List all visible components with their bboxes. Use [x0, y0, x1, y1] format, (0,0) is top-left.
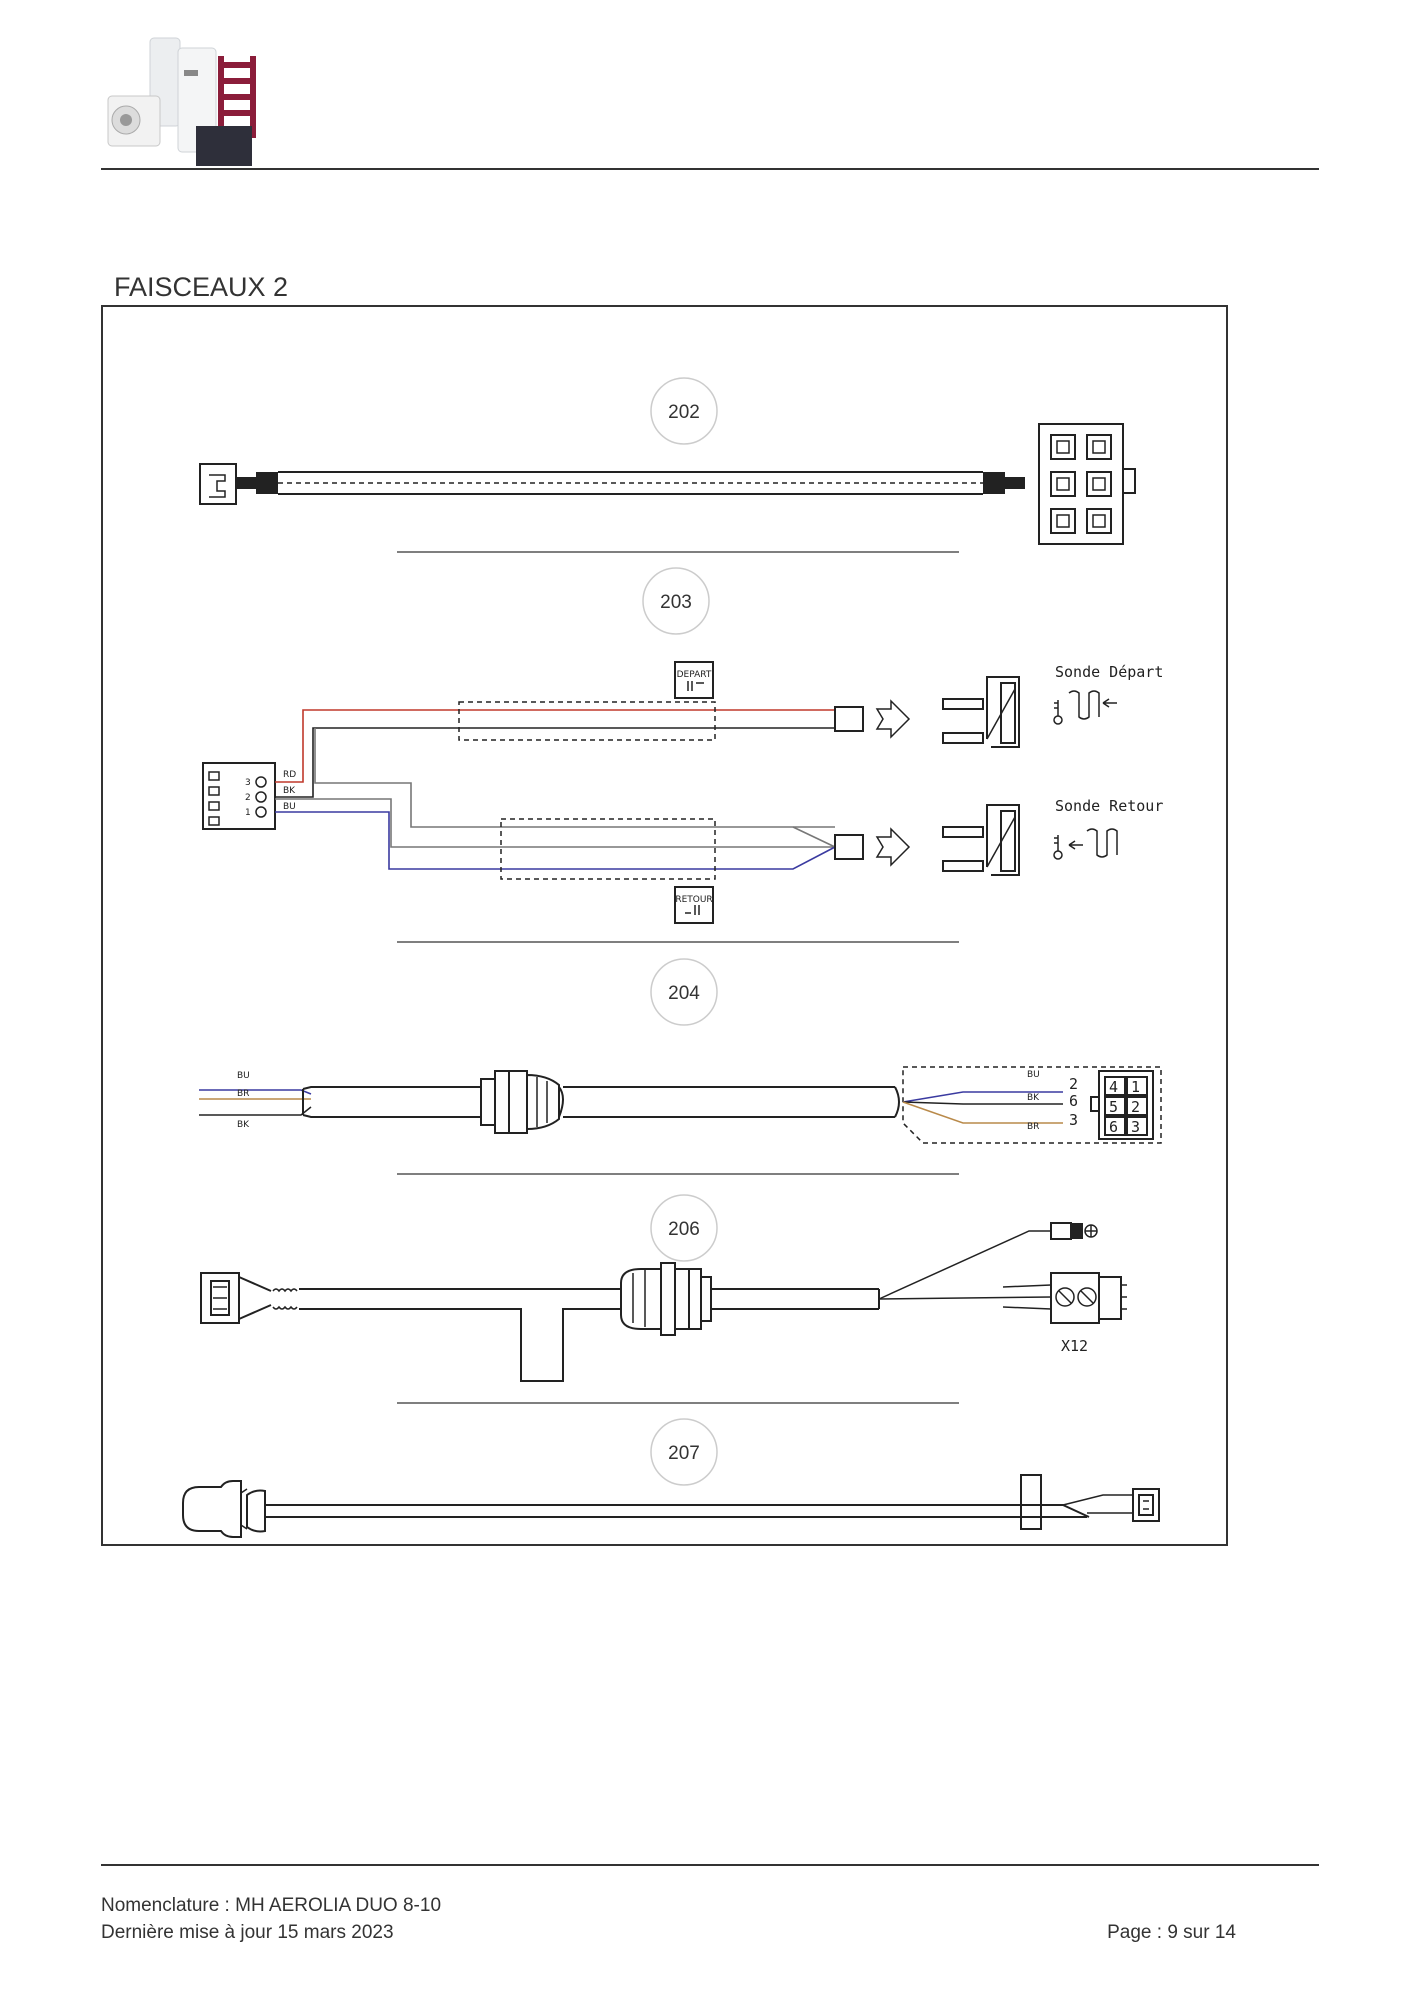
connector-x12 — [1050, 1272, 1127, 1324]
sonde-retour-label: Sonde Retour — [1055, 797, 1163, 815]
arrow-icon — [875, 827, 911, 867]
connector-206-left — [200, 1272, 298, 1324]
connector-202-right — [1038, 423, 1136, 545]
cable-gland — [480, 1070, 564, 1134]
svg-text:4: 4 — [1109, 1078, 1118, 1096]
svg-text:6: 6 — [1109, 1118, 1118, 1136]
harness-207: 207 — [182, 1418, 1160, 1538]
svg-text:RETOUR: RETOUR — [675, 895, 712, 905]
wiring-harness-diagrams: .ln { stroke: #222; stroke-width: 2; fil… — [182, 377, 1163, 1538]
harness-203: 203 3 2 1 RD BK BU — [202, 567, 1163, 924]
svg-text:DEPART: DEPART — [677, 670, 712, 680]
sensor-depart — [942, 676, 1020, 748]
pin-label: 1 — [245, 808, 251, 818]
wire-blue — [275, 811, 836, 870]
svg-text:5: 5 — [1109, 1098, 1118, 1116]
arrow-icon — [875, 699, 911, 739]
terminal-depart — [834, 706, 864, 732]
label-207: 207 — [668, 1443, 700, 1464]
terminal-retour — [834, 834, 864, 860]
wire-red — [275, 709, 835, 783]
footer-rule — [101, 1864, 1319, 1866]
harness-204: 204 BU BR BK BU BK BR 2 6 3 — [199, 958, 1162, 1144]
svg-text:1: 1 — [1131, 1078, 1140, 1096]
product-range-logo — [107, 37, 256, 166]
badge-203 — [642, 567, 710, 635]
label-202: 202 — [668, 402, 700, 423]
sleeve-depart — [458, 701, 716, 741]
pin-label: 3 — [245, 778, 251, 788]
wire-label: BU — [283, 802, 296, 812]
ring-terminal — [1050, 1222, 1098, 1240]
wire-label: BR — [1027, 1122, 1039, 1132]
diagram-frame: .ln { stroke: #222; stroke-width: 2; fil… — [101, 305, 1228, 1546]
tag-retour: RETOUR — [674, 886, 714, 924]
thermometer-icon — [1053, 690, 1117, 725]
sonde-depart-label: Sonde Départ — [1055, 663, 1163, 681]
page-number: Page : 9 sur 14 — [1107, 1922, 1236, 1943]
svg-text:2: 2 — [1131, 1098, 1140, 1116]
cable-tab — [520, 1296, 564, 1382]
badge-206 — [650, 1194, 718, 1262]
sensor-retour — [942, 804, 1020, 876]
connector-204-right: 4 1 5 2 6 3 — [1090, 1070, 1154, 1140]
section-title: FAISCEAUX 2 — [114, 272, 289, 302]
wire-label: BK — [237, 1120, 250, 1130]
wire-label: BK — [283, 786, 296, 796]
tag-depart: DEPART — [674, 661, 714, 699]
wire-label: BU — [237, 1071, 250, 1081]
badge-202 — [650, 377, 718, 445]
connector-housing-204 — [902, 1066, 1162, 1144]
sleeve-retour — [500, 818, 716, 880]
svg-text:3: 3 — [1131, 1118, 1140, 1136]
cable-clip — [1020, 1474, 1042, 1530]
pin-label: 2 — [245, 793, 251, 803]
footer-nomenclature: Nomenclature : MH AEROLIA DUO 8-10 — [101, 1895, 442, 1916]
connector-207-right — [1132, 1488, 1160, 1522]
pin-label: 3 — [1069, 1111, 1078, 1129]
badge-204 — [650, 958, 718, 1026]
badge-207 — [650, 1418, 718, 1486]
header-rule — [101, 168, 1319, 170]
wire-label: BK — [1027, 1093, 1040, 1103]
label-206: 206 — [668, 1219, 700, 1240]
footer-last-update: Dernière mise à jour 15 mars 2023 — [101, 1922, 394, 1943]
wire-label: BR — [237, 1089, 249, 1099]
connector-202-left — [199, 463, 237, 505]
connector-203-left: 3 2 1 RD BK BU — [202, 762, 296, 830]
harness-202: 202 — [199, 377, 1136, 545]
label-203: 203 — [660, 592, 692, 613]
probe-sensor — [182, 1480, 266, 1538]
thermometer-icon — [1053, 828, 1118, 860]
pin-label: 2 — [1069, 1075, 1078, 1093]
connector-x12-label: X12 — [1061, 1337, 1088, 1355]
cable-gland — [620, 1262, 712, 1336]
harness-206: 206 — [200, 1194, 1127, 1382]
wire-label: BU — [1027, 1070, 1040, 1080]
pin-label: 6 — [1069, 1092, 1078, 1110]
label-204: 204 — [668, 983, 700, 1004]
wire-label: RD — [283, 770, 296, 780]
